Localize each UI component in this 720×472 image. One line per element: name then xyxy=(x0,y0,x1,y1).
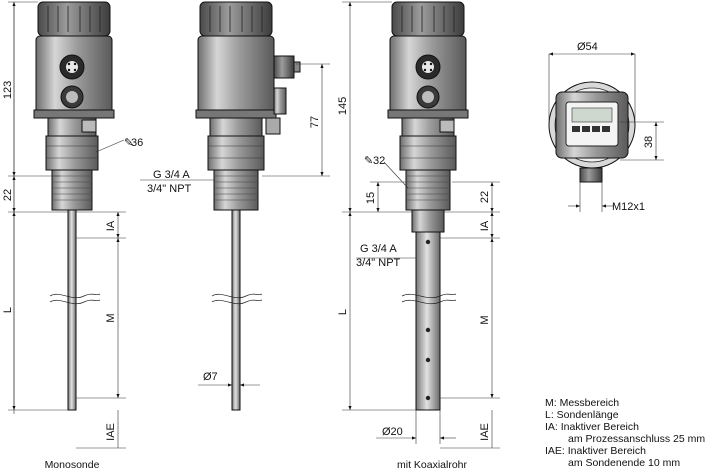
dim-145: 145 xyxy=(337,97,349,115)
dim-22-left: 22 xyxy=(2,189,14,201)
label-IAE-left: IAE xyxy=(105,423,117,441)
label-IA-left: IA xyxy=(105,220,117,231)
wrench-icon-right: ✎ xyxy=(364,155,373,167)
caption-monosonde: Monosonde xyxy=(45,459,100,471)
caption-koaxialrohr: mit Koaxialrohr xyxy=(397,459,468,471)
dimension-labels: 123 22 L ✎ 36 IA M IAE G 3/4 A 3/4" NPT … xyxy=(2,41,655,441)
legend-line-4: am Prozessanschluss 25 mm xyxy=(568,433,705,445)
thread-left-line1: G 3/4 A xyxy=(153,169,190,181)
legend-line-3: IA: Inaktiver Bereich xyxy=(545,421,639,433)
side-view-device xyxy=(195,1,301,411)
coax-probe-device xyxy=(387,1,469,411)
dim-77: 77 xyxy=(309,116,321,128)
dim-123: 123 xyxy=(2,81,14,99)
thread-left-line2: 3/4" NPT xyxy=(147,183,192,195)
thread-right-line2: 3/4" NPT xyxy=(356,257,401,269)
dim-wrench-36: 36 xyxy=(131,137,143,149)
top-view-device xyxy=(548,81,636,183)
top-view-dimensions xyxy=(548,52,664,212)
dim-phi7: Ø7 xyxy=(203,371,218,383)
legend-line-5: IAE: Inaktiver Bereich xyxy=(545,445,646,457)
thread-right-line1: G 3/4 A xyxy=(360,243,397,255)
dim-wrench-32: 32 xyxy=(373,155,385,167)
legend-line-1: M: Messbereich xyxy=(545,397,619,409)
mono-probe-device xyxy=(33,1,115,411)
mono-dimensions xyxy=(8,1,126,449)
dim-22-right: 22 xyxy=(479,191,491,203)
dim-m12: M12x1 xyxy=(612,201,645,213)
legend-line-6: am Sondenende 10 mm xyxy=(568,457,680,469)
wrench-icon-left: ✎ xyxy=(124,137,133,149)
dim-phi54: Ø54 xyxy=(577,41,598,53)
label-IAE-right: IAE xyxy=(479,423,491,441)
label-M-left: M xyxy=(105,313,117,322)
dim-15: 15 xyxy=(365,192,377,204)
legend-line-2: L: Sondenlänge xyxy=(545,409,619,421)
label-L-right: L xyxy=(337,309,349,315)
captions: Monosonde mit Koaxialrohr xyxy=(45,459,468,471)
coax-dimensions xyxy=(342,1,500,449)
label-L-left: L xyxy=(2,307,14,313)
dim-38: 38 xyxy=(643,136,655,148)
label-M-right: M xyxy=(479,315,491,324)
legend: M: Messbereich L: Sondenlänge IA: Inakti… xyxy=(545,397,705,469)
side-view-dimensions xyxy=(140,63,330,387)
dim-phi20: Ø20 xyxy=(382,426,403,438)
label-IA-right: IA xyxy=(479,220,491,231)
